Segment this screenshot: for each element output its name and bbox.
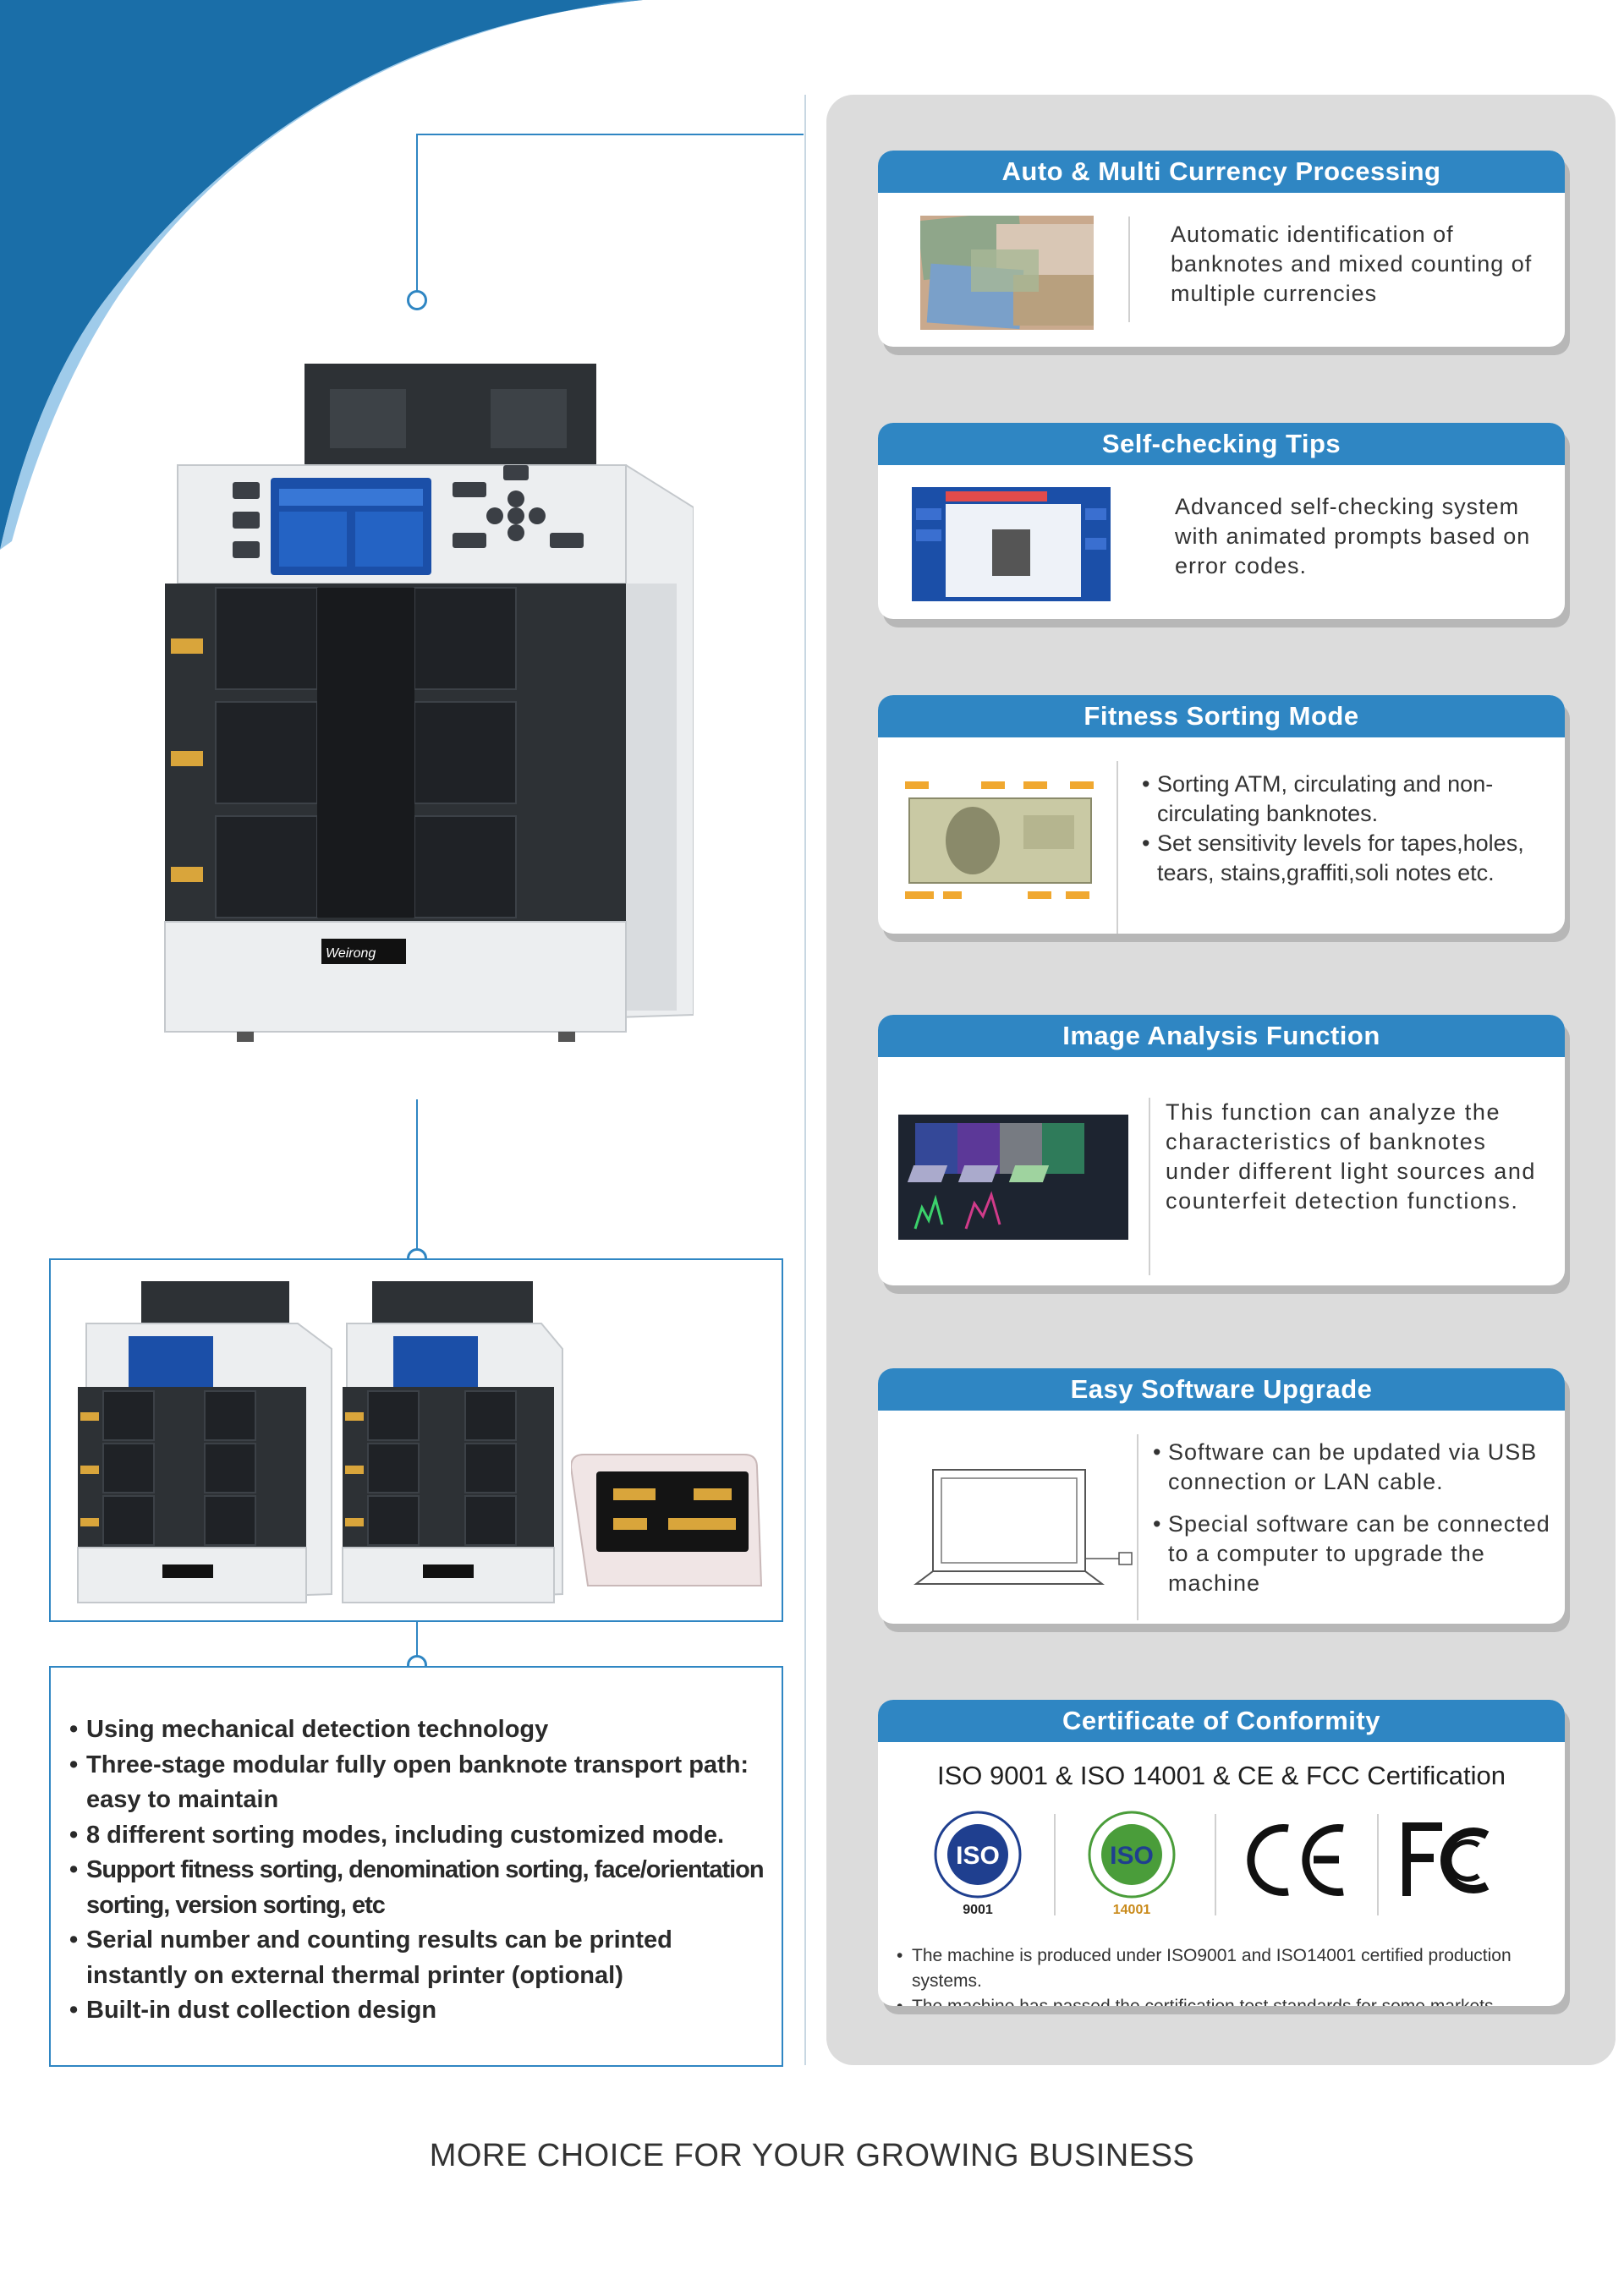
card-certificate: Certificate of Conformity ISO 9001 & ISO… (878, 1700, 1565, 2006)
cert-separator (1377, 1814, 1379, 1915)
connector-bottom-vertical (416, 1622, 418, 1656)
card-bullets: Sorting ATM, circulating and non-circula… (1142, 770, 1548, 888)
footer-tagline: MORE CHOICE FOR YOUR GROWING BUSINESS (429, 2138, 1195, 2173)
card-bullet: Sorting ATM, circulating and non-circula… (1142, 770, 1548, 829)
feature-item: Three-stage modular fully open banknote … (69, 1748, 780, 1818)
card-title: Image Analysis Function (878, 1015, 1565, 1057)
card-bullets: Software can be updated via USB connecti… (1153, 1438, 1550, 1598)
card-bullet: Special software can be connected to a c… (1153, 1510, 1550, 1598)
corner-swoosh (0, 0, 643, 550)
card-fitness: Fitness Sorting Mode Sorting ATM, circul… (878, 695, 1565, 934)
svg-text:14001: 14001 (1113, 1903, 1151, 1917)
card-title: Easy Software Upgrade (878, 1368, 1565, 1411)
banknotes-image (920, 216, 1094, 330)
card-title: Fitness Sorting Mode (878, 695, 1565, 737)
feature-item: Built-in dust collection design (69, 1993, 780, 2029)
screen-prompt-image (912, 487, 1111, 601)
variants-box (49, 1258, 783, 1622)
image-analysis-image (898, 1115, 1128, 1240)
card-title: Auto & Multi Currency Processing (878, 151, 1565, 193)
feature-item: Using mechanical detection technology (69, 1712, 780, 1748)
svg-text:ISO: ISO (1110, 1842, 1154, 1870)
main-machine-image: Weirong (164, 364, 694, 1042)
card-title: Self-checking Tips (878, 423, 1565, 465)
connector-top-horizontal (416, 134, 804, 135)
card-separator (1137, 1434, 1138, 1620)
logo-text: Weirong (326, 946, 376, 961)
card-title: Certificate of Conformity (878, 1700, 1565, 1742)
dollar-bill-image (905, 781, 1094, 899)
card-description: Automatic identification of banknotes an… (1171, 222, 1533, 306)
cert-note: The machine is produced under ISO9001 an… (897, 1943, 1565, 1994)
laptop-icon (914, 1469, 1133, 1585)
connector-ring-top (407, 290, 427, 310)
svg-text:9001: 9001 (963, 1903, 993, 1917)
ce-mark-icon (1247, 1824, 1344, 1896)
cert-note: The machine has passed the certification… (897, 1994, 1565, 2006)
external-display-image (571, 1454, 763, 1586)
cert-separator (1054, 1814, 1056, 1915)
card-bullet: Set sensitivity levels for tapes,holes, … (1142, 829, 1548, 888)
card-description: This function can analyze the characteri… (1166, 1099, 1537, 1214)
feature-item: Serial number and counting results can b… (69, 1923, 780, 1993)
feature-list: Using mechanical detection technology Th… (69, 1712, 780, 2029)
card-bullet: Software can be updated via USB connecti… (1153, 1438, 1550, 1497)
column-divider (804, 95, 806, 2065)
cert-notes: The machine is produced under ISO9001 an… (897, 1943, 1565, 2006)
feature-item: 8 different sorting modes, including cus… (69, 1818, 780, 1854)
card-image-analysis: Image Analysis Function This function ca… (878, 1015, 1565, 1285)
variant-machine-1-image (77, 1281, 332, 1604)
connector-top-vertical (416, 134, 418, 292)
variant-machine-2-image (342, 1281, 563, 1604)
fcc-mark-icon (1402, 1822, 1490, 1896)
card-separator (1128, 216, 1130, 322)
cert-subtitle: ISO 9001 & ISO 14001 & CE & FCC Certific… (937, 1761, 1506, 1790)
feature-item: Support fitness sorting, denomination so… (69, 1853, 780, 1923)
iso-14001-logo: ISO 14001 (1088, 1811, 1176, 1917)
card-separator (1149, 1098, 1150, 1275)
svg-text:ISO: ISO (956, 1842, 1000, 1870)
card-currency: Auto & Multi Currency Processing Automat… (878, 151, 1565, 347)
card-selfcheck: Self-checking Tips Advanced self-checkin… (878, 423, 1565, 619)
card-software: Easy Software Upgrade Software can be up… (878, 1368, 1565, 1624)
card-separator (1116, 761, 1118, 934)
cert-separator (1215, 1814, 1216, 1915)
iso-9001-logo: ISO 9001 (934, 1811, 1022, 1917)
card-description: Advanced self-checking system with anima… (1175, 494, 1531, 578)
connector-mid-vertical (416, 1099, 418, 1258)
